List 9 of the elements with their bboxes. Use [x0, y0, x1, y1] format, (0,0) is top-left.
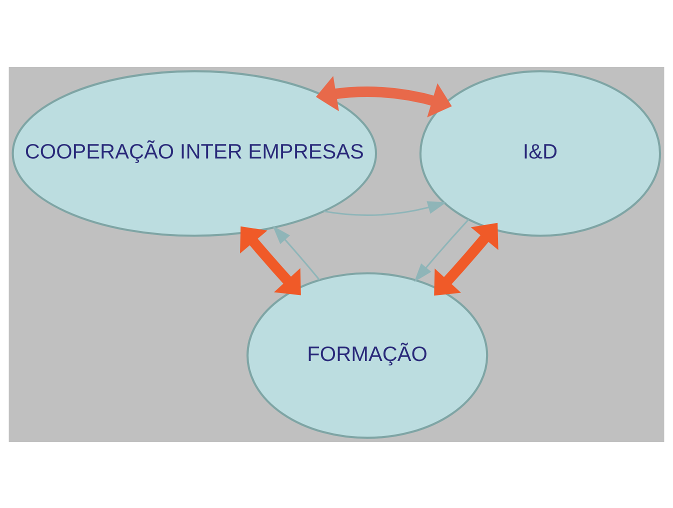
- arrow: [414, 218, 470, 282]
- arrow: [272, 225, 320, 280]
- node-ellipse: COOPERAÇÃO INTER EMPRESAS: [12, 70, 378, 236]
- node-ellipse: FORMAÇÃO: [246, 272, 488, 438]
- node-ellipse: I&D: [419, 70, 662, 236]
- arrow: [316, 76, 452, 117]
- arrow: [434, 222, 498, 296]
- arrow: [240, 226, 301, 295]
- arrow: [324, 200, 447, 216]
